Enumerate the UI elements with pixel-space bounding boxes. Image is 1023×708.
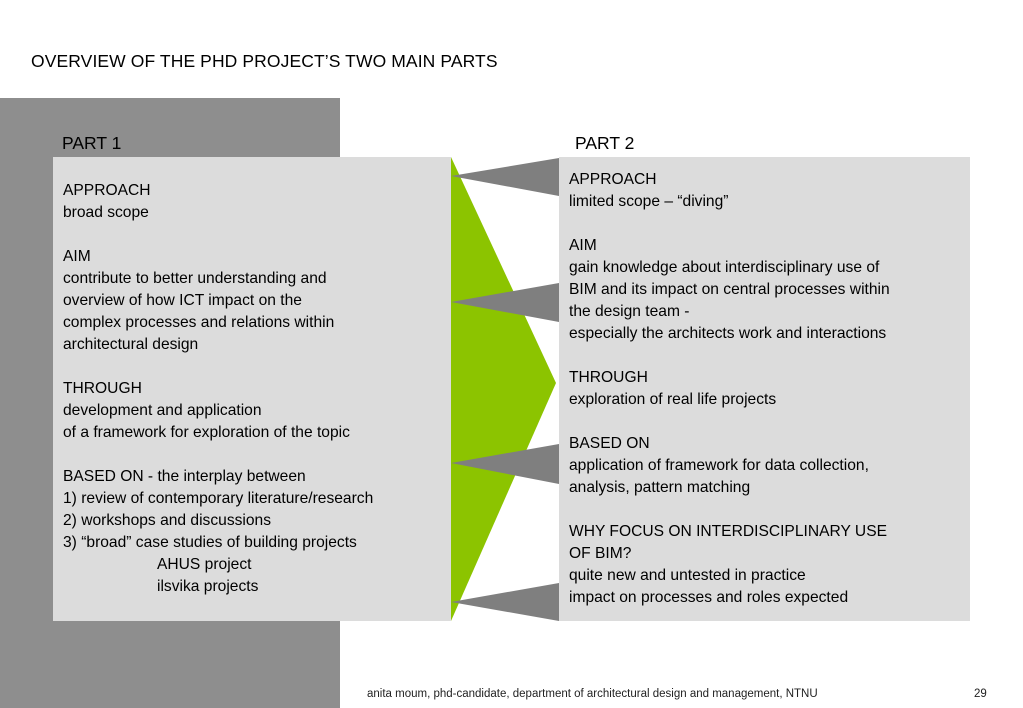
part2-line: WHY FOCUS ON INTERDISCIPLINARY USE <box>569 523 887 540</box>
connector-wedge-3 <box>451 444 559 484</box>
connector-wedge-4 <box>451 583 559 621</box>
part2-line: AIM <box>569 237 597 254</box>
part1-line: contribute to better understanding and <box>63 270 327 287</box>
spacer <box>569 411 967 433</box>
part1-line: 3) “broad” case studies of building proj… <box>63 534 357 551</box>
slide-title: OVERVIEW OF THE PHD PROJECT’S TWO MAIN P… <box>31 51 498 71</box>
part2-heading: PART 2 <box>575 133 635 153</box>
part2-line: analysis, pattern matching <box>569 479 751 496</box>
connector-wedge-2 <box>451 283 559 322</box>
part1-line: BASED ON - the interplay between <box>63 468 306 485</box>
spacer <box>569 213 967 235</box>
part2-line: application of framework for data collec… <box>569 457 869 474</box>
part1-line: overview of how ICT impact on the <box>63 292 302 309</box>
part2-line: OF BIM? <box>569 545 632 562</box>
part2-line: THROUGH <box>569 369 648 386</box>
spacer <box>569 345 967 367</box>
part1-line: complex processes and relations within <box>63 314 335 331</box>
part2-line: impact on processes and roles expected <box>569 589 849 606</box>
part2-box: APPROACH limited scope – “diving” AIM gain … <box>559 157 970 621</box>
part1-case-study-item: ilsvika projects <box>157 578 259 595</box>
part2-line: quite new and untested in practice <box>569 567 806 584</box>
part1-line: of a framework for exploration of the to… <box>63 424 350 441</box>
part1-line: development and application <box>63 402 262 419</box>
part1-heading: PART 1 <box>62 133 122 153</box>
part1-line: APPROACH <box>63 182 151 199</box>
part2-line: BASED ON <box>569 435 650 452</box>
spacer <box>569 499 967 521</box>
page-number: 29 <box>974 688 987 700</box>
part2-text: APPROACH limited scope – “diving” AIM gain … <box>569 169 967 609</box>
part2-line: the design team - <box>569 303 690 320</box>
part2-line: exploration of real life projects <box>569 391 777 408</box>
part1-line: architectural design <box>63 336 199 353</box>
part2-line: limited scope – “diving” <box>569 193 729 210</box>
connector-wedge-1 <box>451 158 559 196</box>
part2-line: especially the architects work and inter… <box>569 325 887 342</box>
footer-text: anita moum, phd-candidate, department of… <box>367 688 818 700</box>
part2-line: APPROACH <box>569 171 657 188</box>
part1-line: AIM <box>63 248 91 265</box>
part1-line: THROUGH <box>63 380 142 397</box>
part1-line: 1) review of contemporary literature/res… <box>63 490 374 507</box>
part2-line: gain knowledge about interdisciplinary u… <box>569 259 880 276</box>
part1-case-study-item: AHUS project <box>157 556 252 573</box>
part2-line: BIM and its impact on central processes … <box>569 281 890 298</box>
part1-line: broad scope <box>63 204 149 221</box>
green-arrow-shape <box>451 157 556 621</box>
part1-line: 2) workshops and discussions <box>63 512 272 529</box>
